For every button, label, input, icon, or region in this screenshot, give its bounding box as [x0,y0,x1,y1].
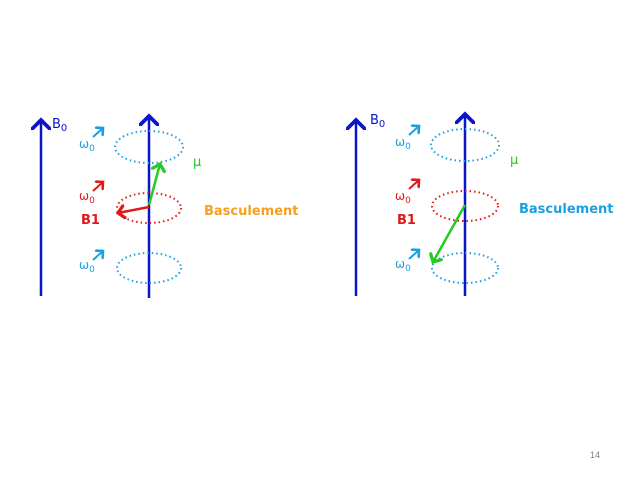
precession-orbit-top [114,130,184,164]
precession-orbit-middle [116,192,182,224]
omega-middle-label: ω0 [79,189,95,206]
omega-top-label: ω0 [79,137,95,154]
omega-bottom-label: ω0 [395,257,411,274]
precession-orbit-top [430,128,500,162]
precession-orbit-bottom [431,252,499,284]
precession-orbit-bottom [116,252,182,284]
mu-label: µ [510,153,518,168]
mu-label: µ [193,155,201,170]
omega-middle-label: ω0 [395,189,411,206]
basculement-label: Basculement [519,202,614,217]
b0-label: B0 [370,113,385,130]
mu-vector-arrow [433,204,467,262]
page-number: 14 [589,450,600,460]
precession-orbit-middle [431,190,499,222]
omega-middle-arrow [408,180,419,190]
basculement-label: Basculement [204,204,299,219]
b1-vector-arrow [118,207,150,213]
omega-bottom-arrow [92,251,103,261]
omega-middle-arrow [92,182,103,192]
omega-bottom-arrow [408,250,419,260]
omega-top-arrow [408,126,419,136]
mu-vector-arrow [147,164,160,206]
b0-label: B0 [52,117,67,134]
panel-right: B0 ω0 ω0 ω0 µ B1 Basculement [356,113,614,296]
panel-left: B0 ω0 ω0 ω0 µ B1 Basculement [41,116,299,298]
omega-top-arrow [92,128,103,138]
b1-label: B1 [397,213,416,228]
omega-bottom-label: ω0 [79,258,95,275]
omega-top-label: ω0 [395,135,411,152]
b1-label: B1 [81,213,100,228]
